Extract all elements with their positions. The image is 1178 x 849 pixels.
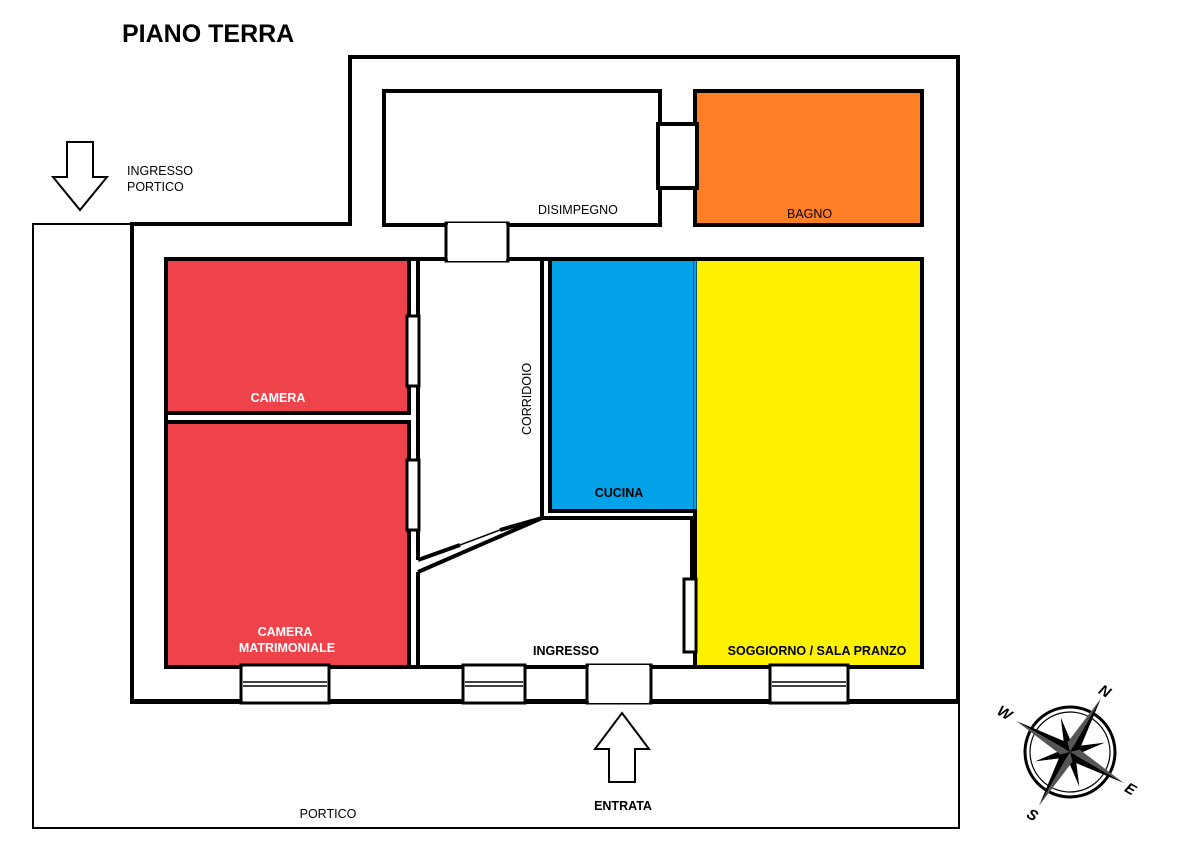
room-camera [164, 257, 411, 415]
compass-s: S [1024, 805, 1041, 825]
label-cucina: CUCINA [595, 486, 644, 500]
door-corridor-matrimoniale [405, 458, 421, 532]
compass-rose-icon [1016, 698, 1124, 806]
door-entrata [585, 663, 653, 705]
label-disimpegno: DISIMPEGNO [538, 203, 618, 217]
label-portico: PORTICO [300, 807, 357, 821]
window-matrimoniale [239, 663, 331, 705]
ingresso-wall-top [417, 516, 694, 580]
arrow-down-icon [50, 141, 110, 212]
label-ingresso: INGRESSO [533, 644, 599, 658]
portico-outline [32, 223, 960, 829]
label-camera-matrimoniale-1: CAMERA [258, 625, 313, 639]
label-entrata: ENTRATA [594, 799, 652, 813]
door-ingresso-soggiorno [682, 577, 698, 654]
room-bagno [693, 89, 924, 227]
compass-n: N [1096, 681, 1115, 702]
label-ingresso-portico-1: INGRESSO [127, 164, 193, 178]
door-corridor-camera [405, 314, 421, 388]
door-disimpegno-bagno [656, 122, 699, 190]
room-soggiorno [693, 257, 924, 669]
compass-w: W [994, 702, 1016, 725]
room-cucina [548, 257, 698, 513]
label-ingresso-portico-2: PORTICO [127, 180, 184, 194]
label-camera: CAMERA [251, 391, 306, 405]
room-disimpegno [382, 89, 662, 227]
label-soggiorno: SOGGIORNO / SALA PRANZO [728, 644, 907, 658]
page-title: PIANO TERRA [122, 20, 294, 48]
window-soggiorno [768, 663, 850, 705]
compass-e: E [1122, 779, 1140, 799]
door-corridor-ingresso [459, 529, 501, 546]
label-camera-matrimoniale-2: MATRIMONIALE [239, 641, 335, 655]
door-disimpegno-corridor [444, 221, 510, 263]
label-bagno: BAGNO [787, 207, 832, 221]
window-ingresso [461, 663, 527, 705]
label-corridoio: CORRIDOIO [520, 363, 534, 436]
arrow-up-icon [593, 711, 651, 783]
